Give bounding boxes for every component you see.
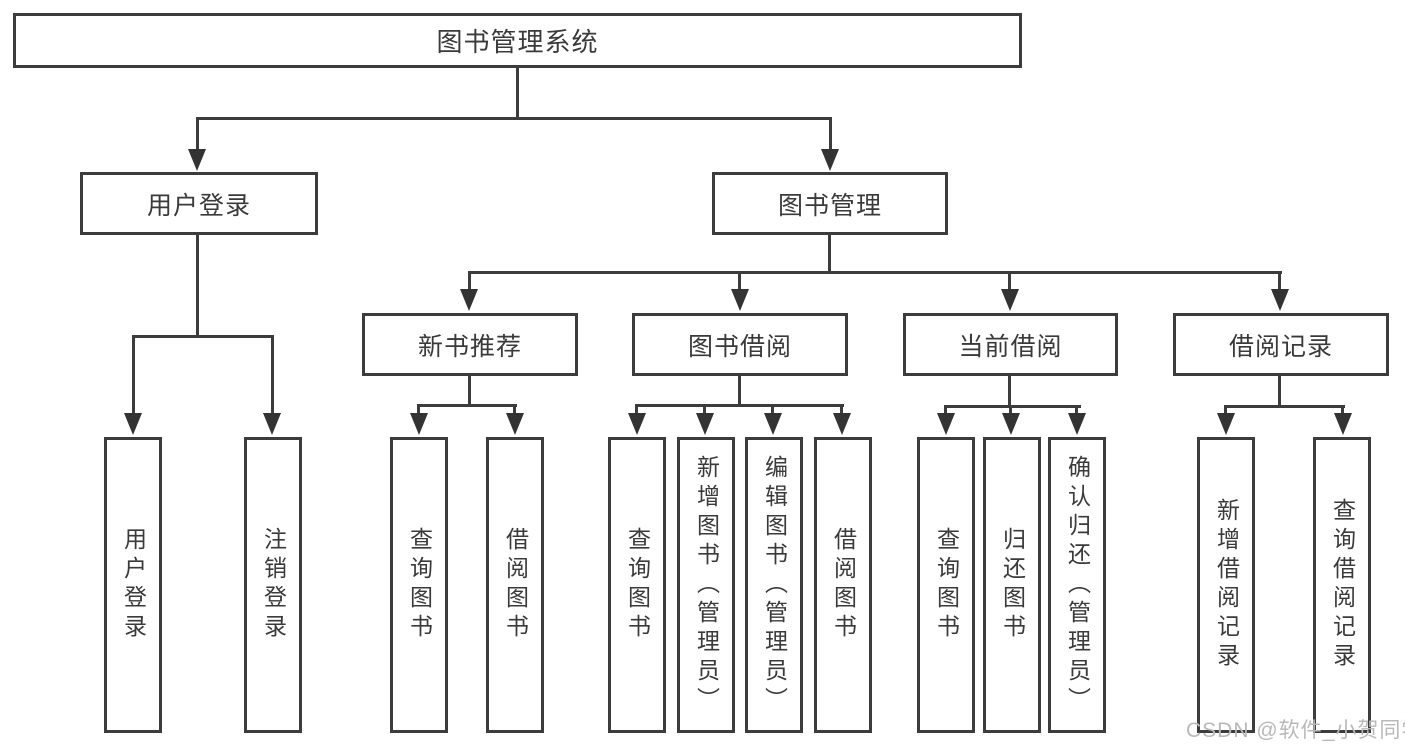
node-book-management: 图书管理 <box>712 172 948 235</box>
arrow-down-icon <box>263 413 281 435</box>
connector-line <box>828 235 831 274</box>
arrow-down-icon <box>1217 413 1235 435</box>
arrow-down-icon <box>696 413 714 435</box>
connector-line <box>417 404 517 407</box>
leaf-borrow-books-borrowing: 借阅图书 <box>814 437 872 733</box>
connector-line <box>1224 405 1345 408</box>
arrow-down-icon <box>821 149 839 171</box>
csdn-watermark: CSDN @软件_小贺同学 <box>1186 719 1405 742</box>
arrow-down-icon <box>1271 289 1289 311</box>
node-user-login: 用户登录 <box>80 172 318 235</box>
connector-line <box>703 404 706 418</box>
connector-line <box>516 68 519 119</box>
leaf-edit-book-admin: 编辑图书（管理员） <box>745 437 803 733</box>
arrow-down-icon <box>124 413 142 435</box>
leaf-logout: 注销登录 <box>244 437 302 733</box>
connector-line <box>271 335 274 417</box>
node-current-borrowing: 当前借阅 <box>903 313 1118 376</box>
connector-line <box>1008 376 1011 407</box>
connector-line <box>1341 405 1344 418</box>
leaf-query-books-borrowing: 查询图书 <box>608 437 666 733</box>
connector-line <box>196 235 199 338</box>
connector-line <box>468 376 471 407</box>
connector-line <box>468 271 1282 274</box>
node-new-book-recommendation: 新书推荐 <box>362 313 578 376</box>
connector-line <box>132 335 274 338</box>
connector-line <box>635 404 638 418</box>
connector-line <box>738 271 741 292</box>
arrow-down-icon <box>833 413 851 435</box>
leaf-return-book: 归还图书 <box>983 437 1041 733</box>
arrow-down-icon <box>1068 413 1086 435</box>
connector-line <box>1008 271 1011 292</box>
arrow-down-icon <box>1334 413 1352 435</box>
connector-line <box>1278 271 1281 292</box>
connector-line <box>829 117 832 153</box>
node-book-borrowing: 图书借阅 <box>632 313 848 376</box>
connector-line <box>738 376 741 407</box>
leaf-add-book-admin: 新增图书（管理员） <box>677 437 735 733</box>
arrow-down-icon <box>188 149 206 171</box>
connector-line <box>196 117 199 153</box>
arrow-down-icon <box>506 413 524 435</box>
arrow-down-icon <box>410 413 428 435</box>
leaf-add-borrow-record: 新增借阅记录 <box>1197 437 1255 733</box>
connector-line <box>1224 405 1227 418</box>
connector-line <box>1075 405 1078 418</box>
node-root-library-management-system: 图书管理系统 <box>13 13 1022 68</box>
leaf-confirm-return-admin: 确认归还（管理员） <box>1048 437 1106 733</box>
connector-line <box>468 271 471 292</box>
connector-line <box>1278 376 1281 407</box>
arrow-down-icon <box>937 413 955 435</box>
leaf-query-books-recommend: 查询图书 <box>390 437 448 733</box>
leaf-user-login: 用户登录 <box>104 437 162 733</box>
connector-line <box>944 405 947 418</box>
arrow-down-icon <box>731 289 749 311</box>
arrow-down-icon <box>628 413 646 435</box>
leaf-query-books-current: 查询图书 <box>917 437 975 733</box>
connector-line <box>840 404 843 418</box>
arrow-down-icon <box>460 289 478 311</box>
connector-line <box>417 404 420 418</box>
connector-line <box>944 405 1081 408</box>
connector-line <box>132 335 135 417</box>
arrow-down-icon <box>1002 413 1020 435</box>
connector-line <box>196 117 832 120</box>
connector-line <box>513 404 516 418</box>
connector-line <box>1009 405 1012 418</box>
arrow-down-icon <box>764 413 782 435</box>
connector-line <box>635 404 844 407</box>
leaf-query-borrow-record: 查询借阅记录 <box>1313 437 1371 733</box>
node-borrowing-records: 借阅记录 <box>1173 313 1389 376</box>
connector-line <box>771 404 774 418</box>
arrow-down-icon <box>1001 289 1019 311</box>
leaf-borrow-books-recommend: 借阅图书 <box>486 437 544 733</box>
